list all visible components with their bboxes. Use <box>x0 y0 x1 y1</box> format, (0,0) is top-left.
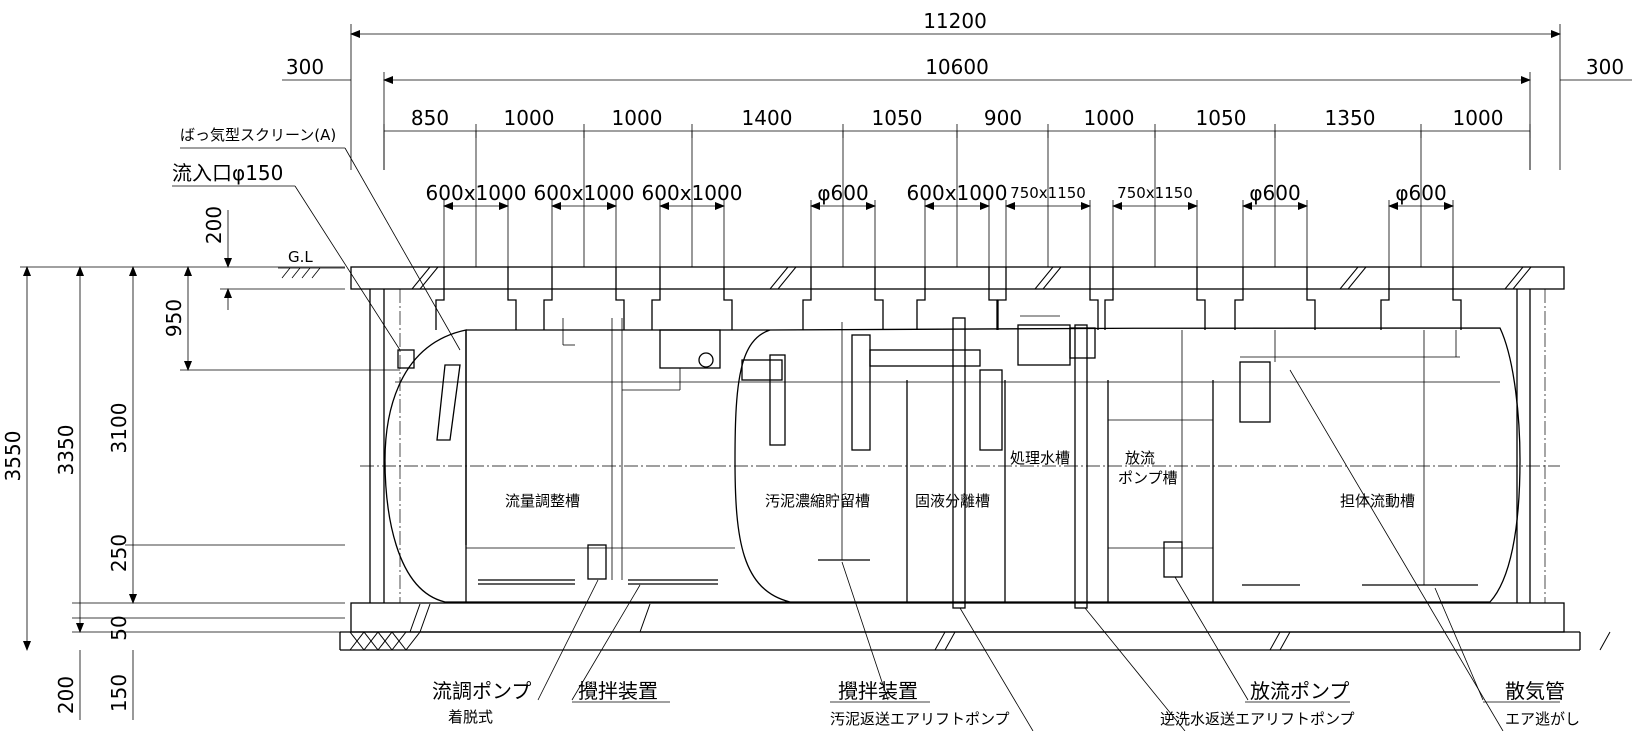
aeration-screen <box>436 364 461 441</box>
segment-9: 1350 <box>1325 106 1376 130</box>
inlet-depth: 950 <box>162 299 186 337</box>
bottom-total: 200 <box>54 676 78 714</box>
flow-pump-callout: 流調ポンプ <box>432 679 531 703</box>
air-vent-callout: エア逃がし <box>1505 710 1580 728</box>
sludge-trough <box>851 334 871 451</box>
backwash-airlift-pump <box>1074 324 1088 609</box>
height-water-gap: 250 <box>107 534 131 572</box>
gl-offset: 200 <box>202 206 226 244</box>
treated-water-chamber: 処理水槽 <box>1010 449 1070 467</box>
discharge-pump-callout: 放流ポンプ <box>1250 679 1349 703</box>
callouts: 流調ポンプ 着脱式 攪拌装置 攪拌装置 汚泥返送エアリフトポンプ 放流ポンプ 逆… <box>432 369 1580 731</box>
carrier-screen <box>1239 361 1271 423</box>
discharge-pump-chamber-line1: 放流 <box>1125 449 1155 467</box>
height-base: 50 <box>107 615 131 640</box>
inlet-pipe <box>397 349 415 369</box>
height-body: 3350 <box>54 425 78 476</box>
margin-left-dimension: 300 <box>286 55 324 79</box>
manhole <box>802 267 884 330</box>
gl-label: G.L <box>288 248 313 266</box>
segment-1: 850 <box>411 106 449 130</box>
separation-chamber: 固液分離槽 <box>915 492 990 510</box>
sludge-airlift-callout: 汚泥返送エアリフトポンプ <box>830 710 1010 728</box>
discharge-pump-chamber-line2: ポンプ槽 <box>1118 469 1178 487</box>
height-total: 3550 <box>1 431 25 482</box>
top-slab <box>350 266 1565 290</box>
manhole <box>651 267 733 330</box>
segment-10: 1000 <box>1453 106 1504 130</box>
manhole <box>997 267 1099 330</box>
segment-2: 1000 <box>504 106 555 130</box>
treated-water-box <box>1017 324 1071 366</box>
segment-6: 900 <box>984 106 1022 130</box>
flow-pump <box>587 544 607 580</box>
manhole-1-size: 600x1000 <box>426 181 527 205</box>
margin-right-dimension: 300 <box>1586 55 1624 79</box>
height-inner: 3100 <box>107 403 131 454</box>
diffuser-callout: 散気管 <box>1505 679 1565 703</box>
sludge-airlift-pump <box>952 317 966 609</box>
manholes <box>435 267 1462 330</box>
tank-length-dimension: 10600 <box>925 55 989 79</box>
chamber-labels: 流量調整槽 汚泥濃縮貯留槽 固液分離槽 処理水槽 放流 ポンプ槽 担体流動槽 <box>505 449 1415 510</box>
inlet-label: 流入口φ150 <box>172 161 283 185</box>
backwash-airlift-callout: 逆洗水返送エアリフトポンプ <box>1160 710 1355 728</box>
manhole <box>435 267 517 330</box>
agitator-callout-2: 攪拌装置 <box>838 679 918 703</box>
segment-5: 1050 <box>872 106 923 130</box>
tank-structure <box>339 266 1611 651</box>
overall-dimension: 11200 <box>923 9 987 33</box>
ground-level-symbol <box>278 267 345 279</box>
foundation-hatch <box>349 631 421 651</box>
flow-adjust-chamber: 流量調整槽 <box>505 492 580 510</box>
segment-4: 1400 <box>742 106 793 130</box>
manhole <box>916 267 998 330</box>
top-dimensions: 11200 10600 300 300 850 1000 1000 1400 1… <box>282 9 1632 267</box>
manhole-2-size: 600x1000 <box>534 181 635 205</box>
manhole-3-size: 600x1000 <box>642 181 743 205</box>
manhole-8-size: φ600 <box>1249 181 1300 205</box>
sludge-inlet-box <box>741 359 783 381</box>
discharge-pump <box>1163 541 1183 578</box>
manhole <box>543 267 625 330</box>
manhole <box>1234 267 1316 330</box>
bottom-slab: 150 <box>107 674 131 712</box>
manhole-5-size: 600x1000 <box>907 181 1008 205</box>
bottom-slab <box>350 602 1565 633</box>
manhole-7-size: 750x1150 <box>1117 184 1193 202</box>
segment-3: 1000 <box>612 106 663 130</box>
detachable-callout: 着脱式 <box>448 708 493 726</box>
inlet-labels: ばっ気型スクリーン(A) 流入口φ150 G.L <box>172 126 461 351</box>
segment-8: 1050 <box>1196 106 1247 130</box>
left-dimensions: 3550 3350 3100 250 50 950 200 200 150 <box>1 206 400 720</box>
manhole-6-size: 750x1150 <box>1010 184 1086 202</box>
carrier-chamber: 担体流動槽 <box>1340 492 1415 510</box>
manhole-9-size: φ600 <box>1395 181 1446 205</box>
sludge-chamber: 汚泥濃縮貯留槽 <box>765 492 870 510</box>
tank-left-body <box>466 329 791 603</box>
segment-7: 1000 <box>1084 106 1135 130</box>
manhole-4-size: φ600 <box>817 181 868 205</box>
transfer-pipe <box>869 349 981 367</box>
control-box <box>659 329 721 369</box>
agitator-callout-1: 攪拌装置 <box>578 679 658 703</box>
equipment <box>397 315 1478 609</box>
manhole <box>1104 267 1206 330</box>
manhole <box>1380 267 1462 330</box>
screen-label: ばっ気型スクリーン(A) <box>180 126 336 144</box>
